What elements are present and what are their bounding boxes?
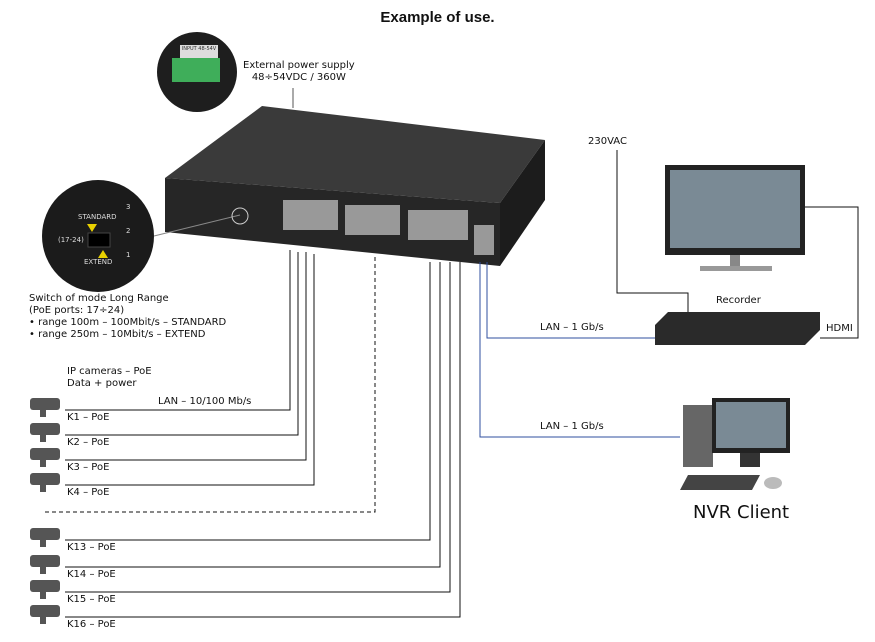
- camera-label: K4 – PoE: [67, 487, 110, 498]
- camera-label: K14 – PoE: [67, 569, 116, 580]
- nvr-lan-label: LAN – 1 Gb/s: [540, 421, 604, 432]
- recorder-label: Recorder: [716, 295, 761, 306]
- nvr-client-pc: [680, 398, 790, 490]
- camera-label: K1 – PoE: [67, 412, 110, 423]
- camera-label: K2 – PoE: [67, 437, 110, 448]
- lan-links: [479, 262, 680, 438]
- ports-label: (17-24): [58, 236, 84, 244]
- led-label: 3: [126, 203, 131, 211]
- nvr-client-label: NVR Client: [693, 502, 790, 523]
- mode-description: Switch of mode Long Range(PoE ports: 17÷…: [29, 293, 227, 340]
- page-title: Example of use.: [380, 9, 495, 26]
- power-230vac-label: 230VAC: [588, 136, 627, 147]
- connector-label: INPUT 48-54V: [181, 46, 217, 52]
- camera-cables: [45, 250, 461, 618]
- led-label: 1: [126, 251, 131, 259]
- recorder-device: [655, 312, 820, 345]
- camera-label: K3 – PoE: [67, 462, 110, 473]
- hdmi-label: HDMI: [826, 323, 853, 334]
- camera-label: K13 – PoE: [67, 542, 116, 553]
- camera-label: K15 – PoE: [67, 594, 116, 605]
- camera-link-label: LAN – 10/100 Mb/s: [158, 396, 252, 407]
- led-label: 2: [126, 227, 131, 235]
- standard-label: STANDARD: [78, 213, 117, 221]
- camera-icons: [30, 398, 60, 624]
- recorder-lan-label: LAN – 1 Gb/s: [540, 322, 604, 333]
- monitor: [665, 165, 805, 271]
- extend-label: EXTEND: [84, 258, 113, 266]
- poe-switch: [165, 106, 545, 266]
- camera-label: K16 – PoE: [67, 619, 116, 630]
